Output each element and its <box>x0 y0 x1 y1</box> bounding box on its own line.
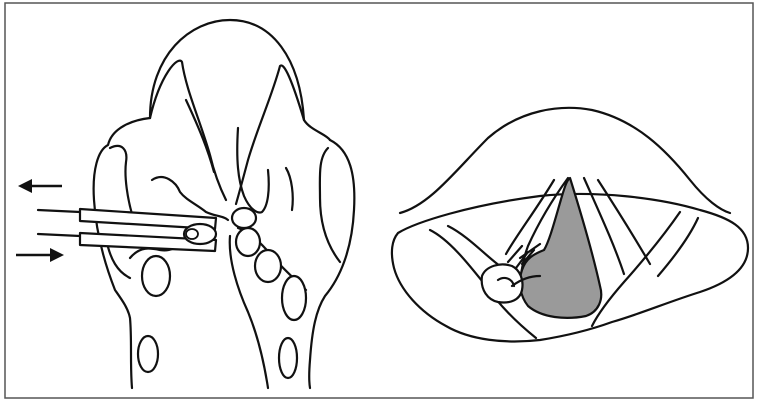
figure-frame <box>5 3 753 398</box>
aditus-right <box>592 212 680 326</box>
forceps-instrument <box>38 209 216 251</box>
central-knot <box>232 208 256 228</box>
epiglottis-outline <box>150 20 330 140</box>
right-cuneiform-line <box>237 128 269 212</box>
right-ventricular-fold <box>598 180 650 264</box>
left-aryepiglottic-fold <box>150 61 226 200</box>
superior-larynx-panel <box>392 108 748 342</box>
left-cartilage-oval-1 <box>142 256 170 296</box>
instrument-tip-ring <box>186 229 198 239</box>
shaded-lesion-region <box>520 178 601 318</box>
posterior-larynx-panel <box>16 20 354 388</box>
right-cartilage-oval-1 <box>236 228 260 256</box>
arrow-left-icon <box>18 179 62 193</box>
right-cartilage-oval-4 <box>279 338 297 378</box>
right-cartilage-oval-3 <box>282 276 306 320</box>
aditus-right-outer <box>658 218 698 276</box>
left-lobe-inner <box>110 146 132 214</box>
right-arytenoid-curve <box>286 168 293 210</box>
left-cuneiform-line <box>186 100 214 172</box>
aditus-left-outer <box>448 226 500 266</box>
arrow-right-icon <box>16 248 64 262</box>
right-cartilage-oval-2 <box>255 250 281 282</box>
left-cartilage-oval-2 <box>138 336 158 372</box>
right-lobe-inner <box>320 148 340 262</box>
right-lateral-fold <box>309 140 354 388</box>
upper-guide-line <box>38 210 80 212</box>
right-aryepiglottic-fold <box>236 65 304 204</box>
lower-guide-line <box>38 234 80 236</box>
